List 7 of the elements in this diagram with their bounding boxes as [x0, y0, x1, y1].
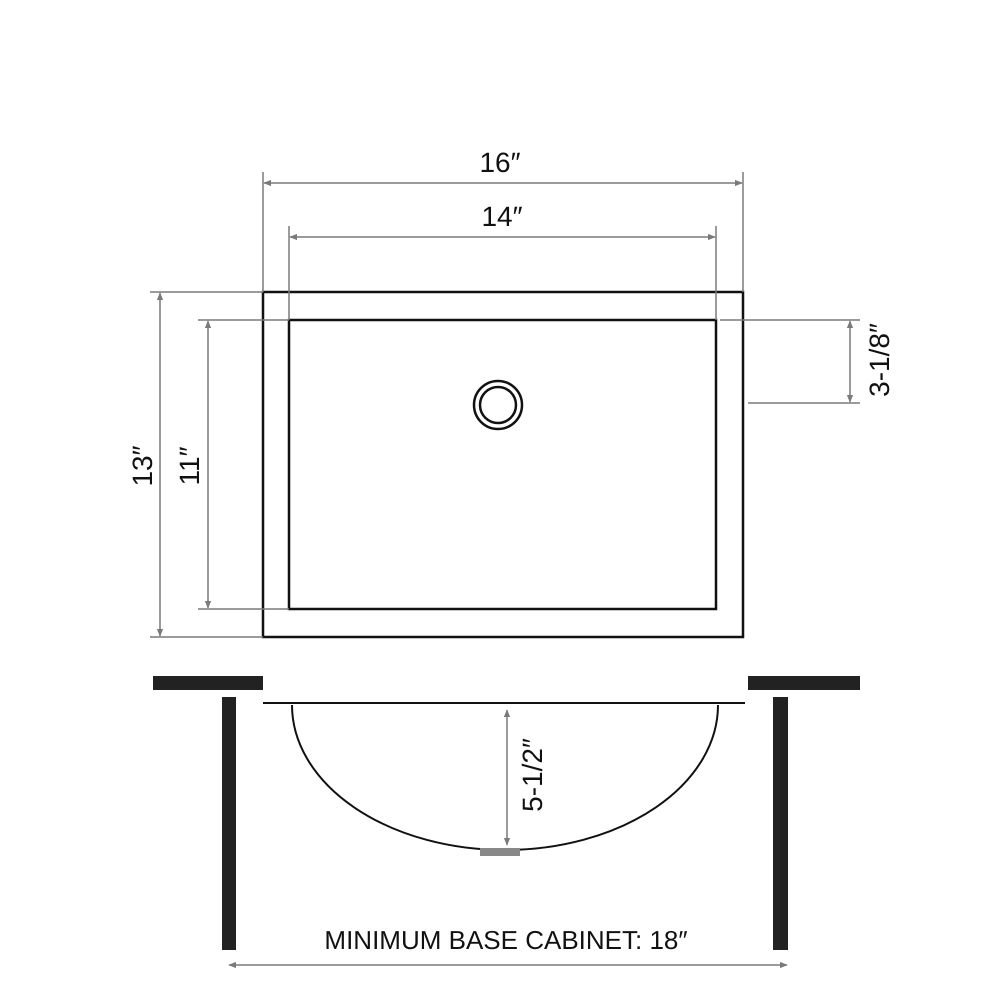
- dimension-label: 13″: [129, 445, 157, 487]
- dimension-label: 3-1/8″: [866, 323, 894, 397]
- dimension-label: 5-1/2″: [519, 738, 547, 812]
- dimension-label: 11″: [176, 446, 204, 486]
- dimension-label: MINIMUM BASE CABINET: 18″: [324, 927, 688, 953]
- dimension-label: 16″: [479, 149, 521, 177]
- dimension-label: 14″: [481, 203, 523, 231]
